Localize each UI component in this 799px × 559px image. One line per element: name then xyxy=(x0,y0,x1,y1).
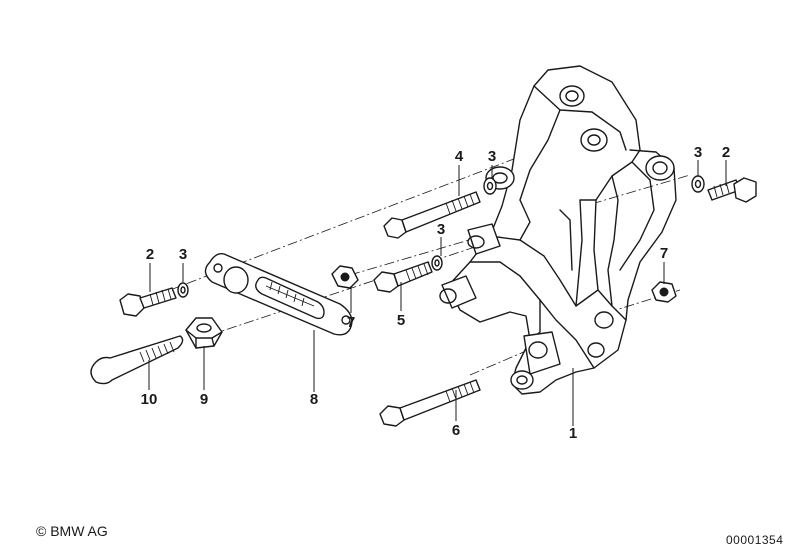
callout-10: 10 xyxy=(141,391,158,408)
callout-1: 1 xyxy=(569,425,577,442)
callout-3-top: 3 xyxy=(488,148,496,165)
callout-4: 4 xyxy=(455,148,464,165)
washer-left xyxy=(177,282,189,298)
hex-bolt-right xyxy=(707,177,757,203)
callout-3-right: 3 xyxy=(694,144,702,161)
callout-7-right: 7 xyxy=(660,245,668,262)
callout-3-left: 3 xyxy=(179,246,187,263)
medium-hex-bolt xyxy=(373,261,433,293)
tension-strap xyxy=(204,252,353,336)
callout-9: 9 xyxy=(200,391,208,408)
callout-2-left: 2 xyxy=(146,246,154,263)
long-hex-bolt xyxy=(383,191,481,239)
nut-left xyxy=(331,265,359,289)
bottom-hex-bolt xyxy=(379,379,481,427)
callout-leaders xyxy=(148,160,727,426)
callout-7-left: 7 xyxy=(347,314,355,331)
callout-5: 5 xyxy=(397,312,405,329)
washer-right xyxy=(691,175,705,193)
callout-2-right: 2 xyxy=(722,144,730,161)
main-bracket xyxy=(439,65,677,395)
washer-top xyxy=(483,177,497,195)
hex-bolt-left xyxy=(119,287,177,317)
carriage-bolt xyxy=(90,335,184,385)
callout-labels: 1 2 2 3 3 3 3 4 5 6 7 7 8 9 10 xyxy=(141,144,731,442)
callout-6: 6 xyxy=(452,422,460,439)
washer-mid xyxy=(431,255,443,271)
callout-3-mid: 3 xyxy=(437,221,445,238)
diagram-number: 00001354 xyxy=(726,533,784,547)
nut-right xyxy=(651,281,677,303)
adjusting-nut xyxy=(185,317,223,349)
callout-8: 8 xyxy=(310,391,318,408)
copyright-notice: © BMW AG xyxy=(36,523,108,539)
